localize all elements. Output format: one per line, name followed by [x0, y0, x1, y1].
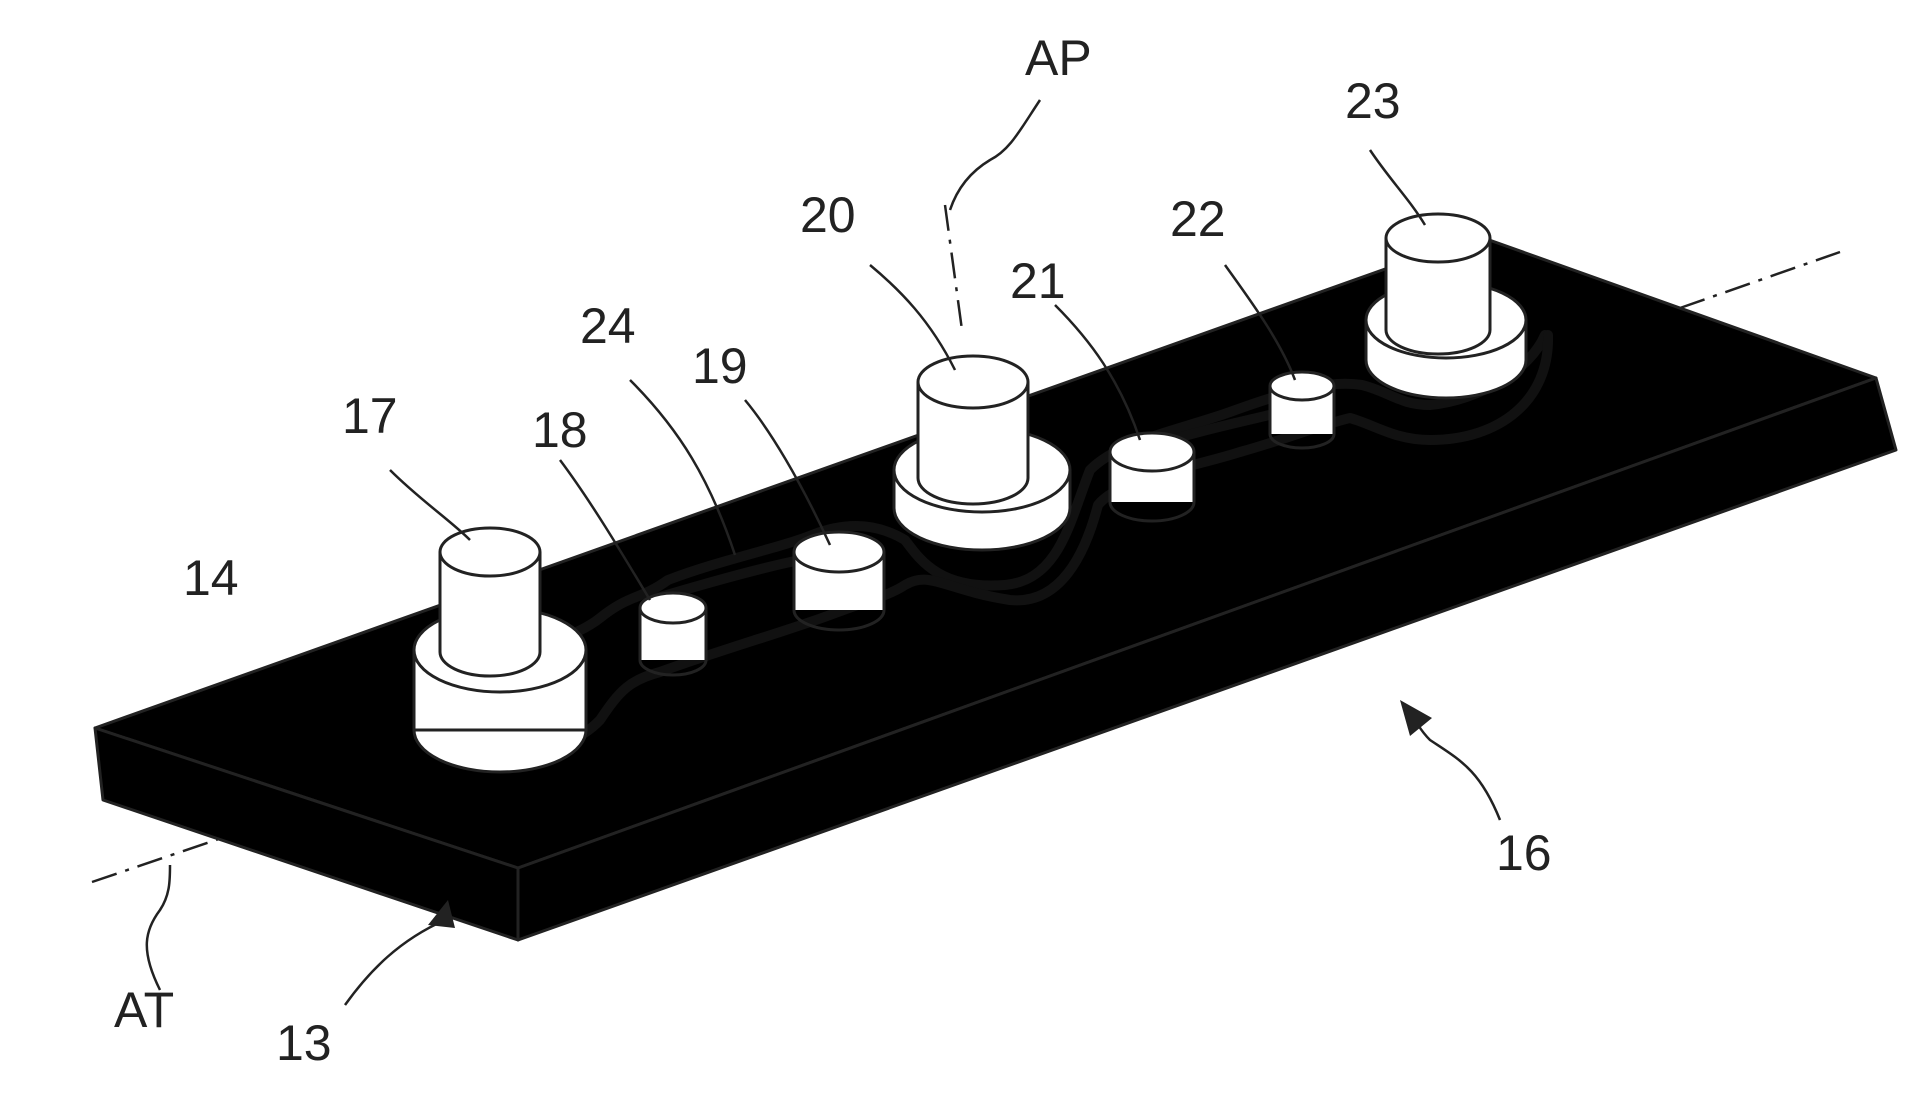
- label-18: 18: [532, 402, 588, 458]
- pulley-23: [1366, 214, 1526, 398]
- label-19: 19: [692, 338, 748, 394]
- leader-13: [345, 920, 445, 1005]
- arrow-16: [1400, 700, 1432, 736]
- leader-at: [147, 865, 170, 990]
- label-16: 16: [1496, 825, 1552, 881]
- label-17: 17: [342, 388, 398, 444]
- leader-23: [1370, 150, 1425, 225]
- label-22: 22: [1170, 191, 1226, 247]
- label-14: 14: [183, 550, 239, 606]
- label-21: 21: [1010, 253, 1066, 309]
- leader-16: [1410, 710, 1500, 820]
- label-20: 20: [800, 187, 856, 243]
- axis-ap: [945, 205, 962, 330]
- label-13: 13: [276, 1015, 332, 1071]
- label-24: 24: [580, 298, 636, 354]
- label-23: 23: [1345, 73, 1401, 129]
- pulley-20: [894, 356, 1070, 550]
- label-ap: AP: [1025, 30, 1092, 86]
- leader-20: [870, 265, 955, 370]
- label-at: AT: [114, 982, 174, 1038]
- leader-17: [390, 470, 470, 540]
- leader-ap: [950, 100, 1040, 210]
